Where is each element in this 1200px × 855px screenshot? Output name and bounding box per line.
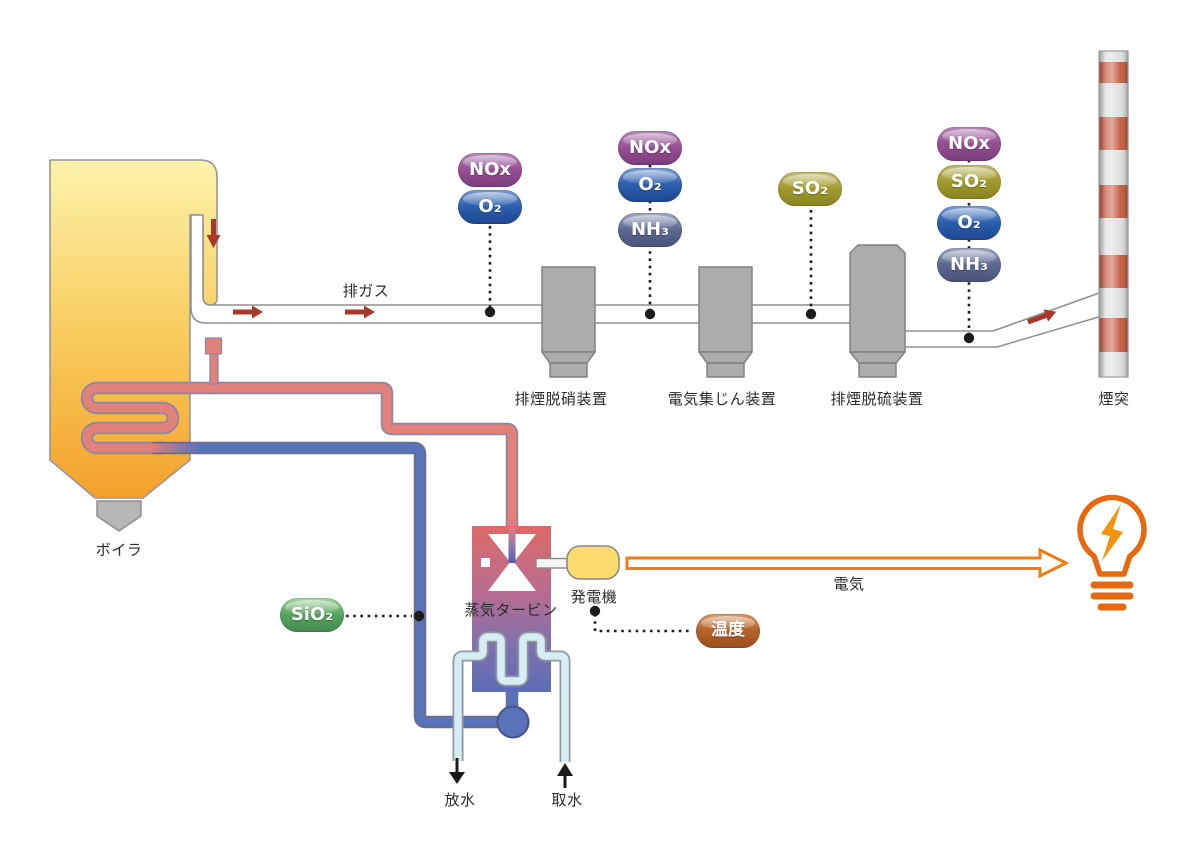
generator-body bbox=[566, 545, 620, 580]
cooling-water-pipe bbox=[449, 631, 573, 788]
shaft bbox=[535, 557, 569, 569]
intake-arrow-icon bbox=[563, 776, 567, 788]
feedwater-pipe bbox=[152, 441, 530, 739]
discharge-arrow-icon bbox=[449, 772, 465, 784]
chimney-stack bbox=[1098, 50, 1129, 378]
device-desulfurization bbox=[849, 244, 906, 378]
badge-nox: NOx bbox=[937, 127, 1001, 161]
badge-nox: NOx bbox=[618, 131, 682, 165]
intake-label: 取水 bbox=[551, 792, 583, 809]
electricity-label: 電気 bbox=[833, 576, 865, 593]
light-bulb-icon bbox=[1077, 494, 1147, 611]
badge-so2: SO₂ bbox=[778, 172, 842, 206]
badge-o2: O₂ bbox=[458, 190, 522, 224]
electricity-arrow bbox=[625, 547, 1070, 579]
flow-arrow-diagonal-icon bbox=[1027, 309, 1057, 325]
badge-o2: O₂ bbox=[937, 206, 1001, 240]
outlet-duct bbox=[877, 291, 1103, 348]
steam-turbine bbox=[472, 526, 569, 692]
stack-label: 煙突 bbox=[1098, 391, 1130, 408]
flow-arrow-right-icon bbox=[233, 305, 263, 319]
pump bbox=[496, 705, 530, 739]
badge-so2: SO₂ bbox=[937, 165, 1001, 199]
flow-arrow-down-icon bbox=[206, 219, 221, 248]
treatment-devices bbox=[541, 244, 906, 378]
desulfurization-label: 排煙脱硫装置 bbox=[830, 391, 924, 408]
sample-point-dots bbox=[413, 306, 975, 622]
flow-arrow-right-icon bbox=[345, 305, 375, 319]
generator-label: 発電機 bbox=[570, 589, 618, 606]
gas-flow-arrows bbox=[206, 219, 1057, 325]
flue-gas-label: 排ガス bbox=[342, 283, 390, 300]
badge-o2: O₂ bbox=[618, 168, 682, 202]
badge-temperature: 温度 bbox=[696, 614, 760, 648]
precipitator-label: 電気集じん装置 bbox=[667, 391, 777, 408]
lightning-bolt-icon bbox=[1101, 504, 1123, 561]
turbine-label: 蒸気タービン bbox=[464, 602, 558, 619]
steam-pipe bbox=[80, 337, 519, 556]
boiler-label: ボイラ bbox=[95, 542, 143, 559]
badge-sio2: SiO₂ bbox=[280, 598, 344, 632]
denitration-label: 排煙脱硝装置 bbox=[514, 391, 608, 408]
intake-arrow-icon bbox=[557, 763, 573, 776]
safety-valve bbox=[204, 337, 223, 385]
device-denitration bbox=[541, 266, 596, 378]
badge-nh3: NH₃ bbox=[618, 213, 682, 247]
badge-nh3: NH₃ bbox=[937, 248, 1001, 282]
badge-nox: NOx bbox=[458, 153, 522, 187]
discharge-label: 放水 bbox=[444, 792, 476, 809]
device-precipitator bbox=[698, 266, 753, 378]
boiler-hopper bbox=[96, 500, 142, 532]
sensor-dotted-lines bbox=[346, 131, 971, 633]
discharge-arrow-icon bbox=[455, 758, 459, 772]
